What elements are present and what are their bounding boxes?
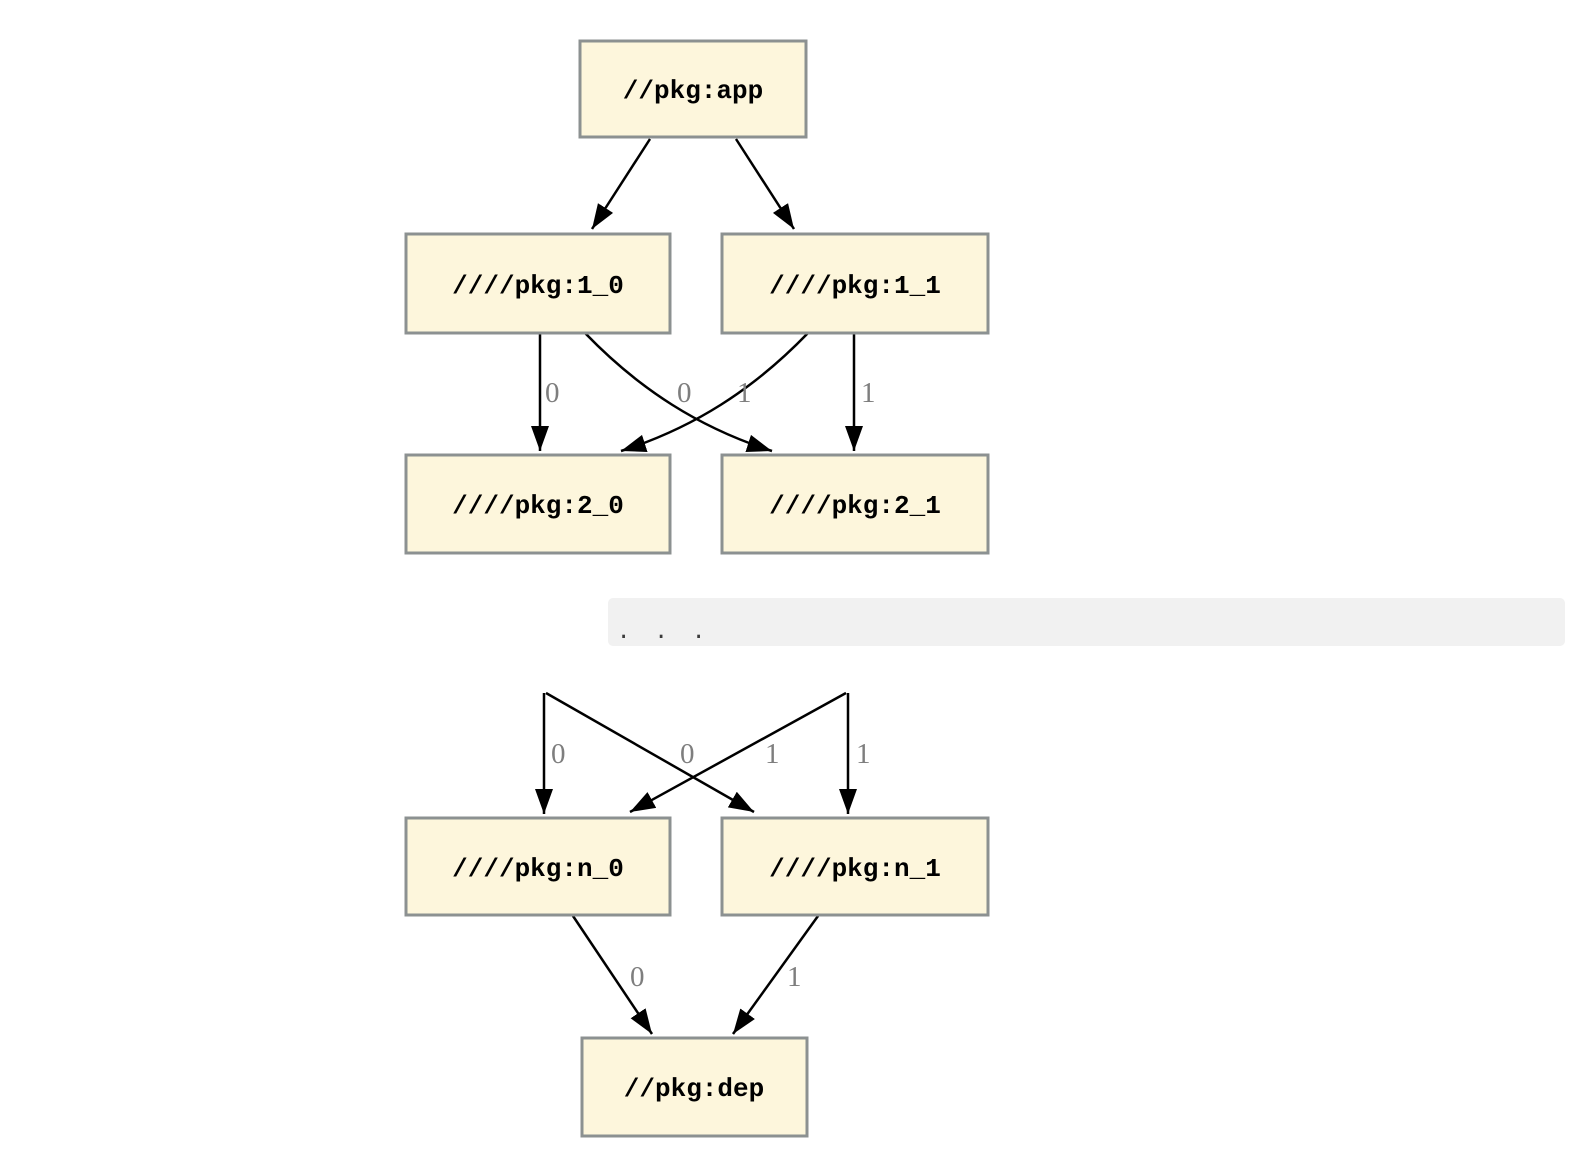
node-app: //pkg:app <box>578 39 808 139</box>
node-app-box <box>578 39 808 139</box>
node-n_1-box <box>720 816 990 917</box>
node-2_0-box <box>404 453 672 555</box>
ellipsis-band: . . . <box>608 598 1565 646</box>
ellipsis-band-background <box>608 598 1565 646</box>
node-n_0-label: ////pkg:n_0 <box>452 854 624 884</box>
node-1_1: ////pkg:1_1 <box>720 232 990 335</box>
edge-label-elided-n_1-cross: 0 <box>680 738 695 770</box>
node-1_0-box <box>404 232 672 335</box>
edge-app-to-1_0 <box>590 138 652 230</box>
node-dep-box <box>580 1036 809 1138</box>
node-1_1-label: ////pkg:1_1 <box>769 271 941 301</box>
node-2_1-box <box>720 453 990 555</box>
node-2_1-label: ////pkg:2_1 <box>769 491 941 521</box>
edge-label-elided-n_0-cross: 1 <box>765 738 780 770</box>
edge-elided-to-n_1-cross <box>545 691 755 814</box>
edge-n_1-to-dep <box>731 915 820 1035</box>
edge-elided-to-n_0-cross <box>629 691 847 814</box>
node-n_1: ////pkg:n_1 <box>720 816 990 917</box>
node-2_1: ////pkg:2_1 <box>720 453 990 555</box>
edge-label-n_1-dep: 1 <box>787 961 802 993</box>
node-2_0: ////pkg:2_0 <box>404 453 672 555</box>
node-n_0-box <box>404 816 672 917</box>
edge-app-to-1_1 <box>734 138 796 230</box>
edge-1_1-to-2_0 <box>620 332 809 453</box>
node-1_0-label: ////pkg:1_0 <box>452 271 624 301</box>
edge-label-elided-n_0-straight: 0 <box>551 738 566 770</box>
node-app-label: //pkg:app <box>623 76 763 106</box>
node-dep: //pkg:dep <box>580 1036 809 1138</box>
node-1_0: ////pkg:1_0 <box>404 232 672 335</box>
ellipsis-text: . . . <box>617 619 705 644</box>
edge-label-1_0-2_0: 0 <box>545 377 560 409</box>
node-1_1-box <box>720 232 990 335</box>
node-2_0-label: ////pkg:2_0 <box>452 491 624 521</box>
node-dep-label: //pkg:dep <box>624 1074 764 1104</box>
edge-label-elided-n_1-straight: 1 <box>856 738 871 770</box>
node-n_0: ////pkg:n_0 <box>404 816 672 917</box>
edge-label-n_0-dep: 0 <box>630 961 645 993</box>
edge-label-1_1-2_0: 1 <box>737 377 752 409</box>
edge-n_0-to-dep <box>571 915 654 1035</box>
node-n_1-label: ////pkg:n_1 <box>769 854 941 884</box>
edge-1_0-to-2_1 <box>584 332 773 453</box>
edge-label-1_0-2_1: 0 <box>677 377 692 409</box>
edge-label-1_1-2_1: 1 <box>861 377 876 409</box>
